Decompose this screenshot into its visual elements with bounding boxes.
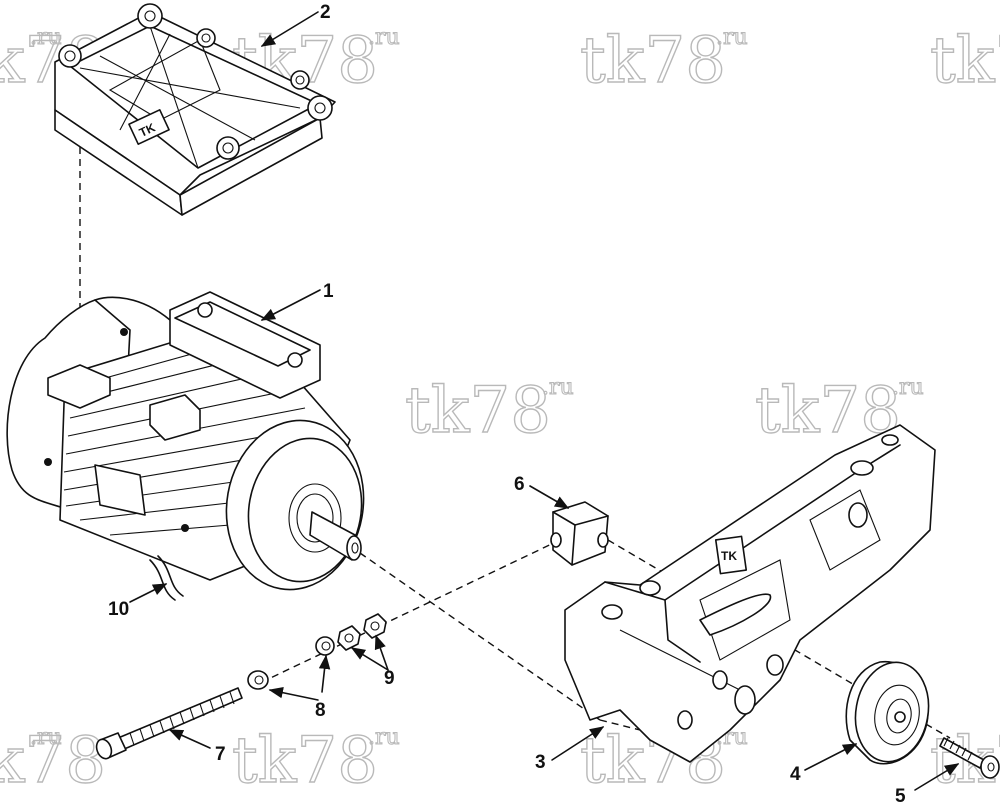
svg-text:tk78: tk78	[0, 724, 106, 798]
watermark-top-right: tk78 .ru	[579, 23, 748, 98]
callout-1: 1	[323, 281, 334, 302]
washers-part-8	[247, 636, 335, 690]
callout-6: 6	[514, 474, 525, 495]
plate-logo-text: TK	[137, 120, 158, 140]
svg-text:.ru: .ru	[30, 725, 62, 750]
svg-text:.ru: .ru	[892, 375, 924, 400]
watermark-bottom-center: tk78 .ru	[231, 723, 400, 798]
pulley-bolt-part-5	[939, 737, 1000, 779]
callout-8: 8	[315, 700, 326, 721]
svg-text:tk78: tk78	[405, 374, 551, 448]
svg-text:tk78: tk78	[930, 24, 1000, 98]
leader-lines	[129, 11, 960, 791]
svg-text:.ru: .ru	[542, 375, 574, 400]
long-bolt-part-7	[95, 687, 243, 760]
svg-text:.ru: .ru	[30, 25, 62, 50]
mounting-bracket-part-3: TK	[564, 424, 936, 763]
svg-text:.ru: .ru	[716, 25, 748, 50]
callout-9: 9	[384, 668, 395, 689]
watermark-middle-center: tk78 .ru	[404, 373, 574, 448]
watermark-bottom-left: tk78 .ru	[0, 723, 107, 798]
svg-text:tk78: tk78	[232, 724, 378, 798]
callout-labels: 2 1 3 4 5 6 7 8 9 10	[108, 2, 906, 804]
svg-text:.ru: .ru	[368, 25, 400, 50]
watermark-top-far-right: tk78	[929, 23, 1000, 98]
svg-text:tk78: tk78	[580, 24, 726, 98]
electric-motor-part-1	[6, 291, 365, 601]
callout-3: 3	[535, 752, 546, 773]
callout-2: 2	[320, 2, 331, 23]
callout-7: 7	[215, 744, 226, 765]
isolator-block-part-6	[550, 501, 609, 566]
idler-pulley-part-4	[845, 661, 930, 765]
mounting-plate-part-2: TK	[54, 3, 336, 216]
nuts-part-9	[337, 613, 387, 651]
svg-text:.ru: .ru	[368, 725, 400, 750]
bracket-logo-text: TK	[721, 549, 737, 563]
callout-10: 10	[108, 599, 129, 620]
callout-5: 5	[895, 786, 906, 804]
callout-4: 4	[790, 764, 801, 785]
